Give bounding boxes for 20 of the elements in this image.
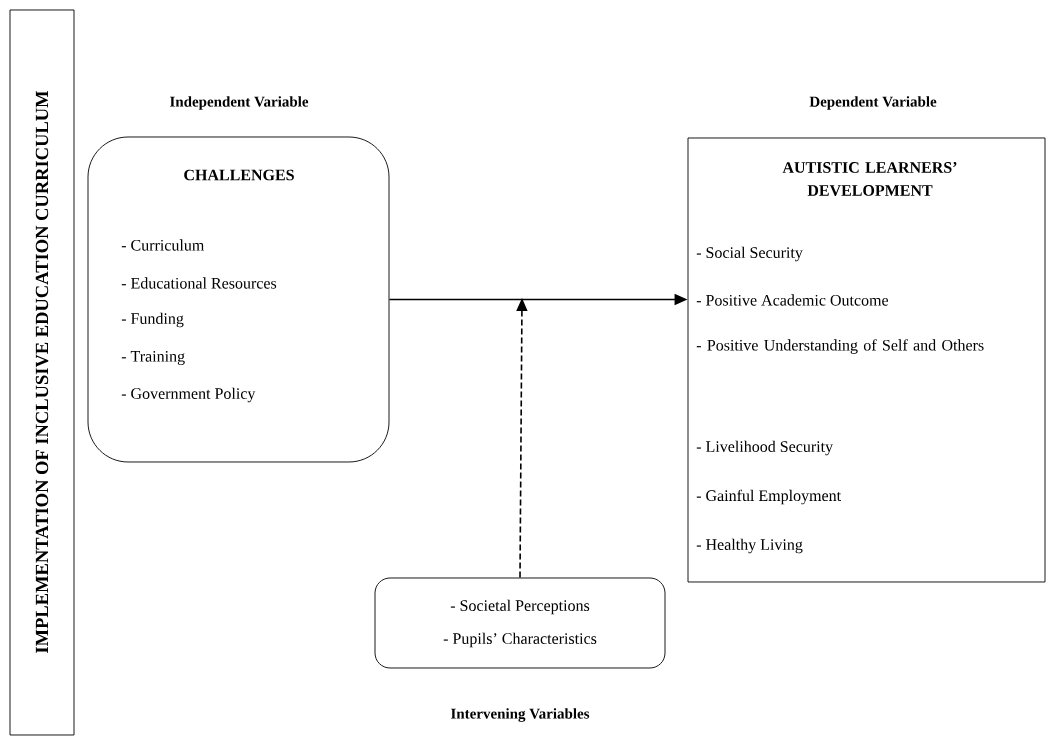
node-label: - Curriculum xyxy=(121,239,205,251)
outlined-box: AUTISTIC LEARNERS’ DEVELOPMENT - Social Security - Positive Academic Outcome - Positive Understanding of Self and Others - Livelihood Security - Gainful Employment - Healthy Living xyxy=(687,137,1046,583)
variable-heading: Intervening Variables xyxy=(451,708,590,722)
node-label: - Livelihood Security xyxy=(696,440,834,456)
variable-heading: Independent Variable xyxy=(170,96,309,110)
node-label: - Social Security xyxy=(696,246,803,262)
node-label: - Funding xyxy=(121,312,184,328)
node-label: - Training xyxy=(121,350,185,366)
node-label: - Gainful Employment xyxy=(696,489,841,505)
node-label: - Healthy Living xyxy=(696,538,803,554)
node-label: - Positive Understanding of Self and Others xyxy=(696,339,984,354)
variable-heading: Dependent Variable xyxy=(809,96,937,110)
node-label: AUTISTIC LEARNERS’ DEVELOPMENT xyxy=(782,162,957,196)
rounded-box: - Societal Perceptions - Pupils’ Characteristics xyxy=(374,577,666,669)
node-label: CHALLENGES xyxy=(184,169,294,181)
vertical-band: IMPLEMENTATION OF INCLUSIVE EDUCATION CURRICULUM xyxy=(9,9,75,736)
rounded-box: CHALLENGES - Curriculum - Educational Resources - Funding - Training - Government Policy xyxy=(87,136,390,463)
node-label: - Government Policy xyxy=(121,387,256,403)
node-label: - Educational Resources xyxy=(121,277,277,289)
node-label: - Positive Academic Outcome xyxy=(696,294,889,306)
